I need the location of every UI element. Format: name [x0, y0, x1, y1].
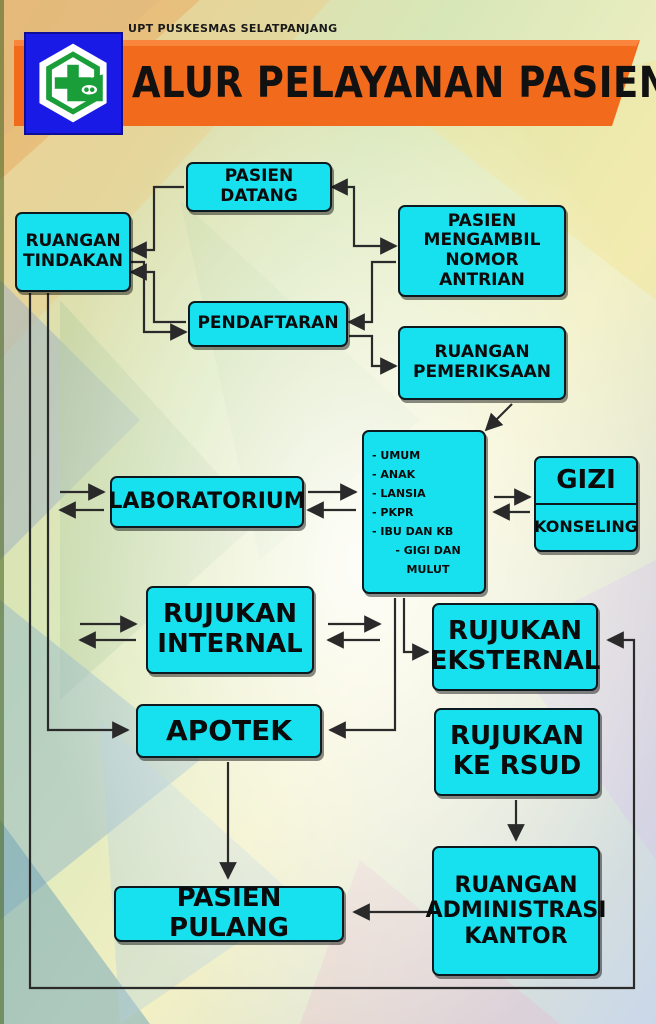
node-pasien-mengambil-line1: PASIEN MENGAMBIL	[423, 210, 541, 251]
node-pasien-datang-label: PASIEN DATANG	[220, 166, 298, 206]
poli-item-lansia: - LANSIA	[372, 486, 426, 500]
node-pendaftaran: PENDAFTARAN	[188, 301, 348, 347]
node-ruangan-pemeriksaan-line2: PEMERIKSAAN	[413, 362, 551, 382]
page-title: ALUR PELAYANAN PASIEN	[132, 58, 656, 108]
node-rujukan-eksternal-line2: EKSTERNAL	[429, 646, 601, 676]
node-pasien-datang: PASIEN DATANG	[186, 162, 332, 212]
node-ruangan-tindakan-line2: TINDAKAN	[23, 251, 123, 271]
node-rujukan-internal-line1: RUJUKAN	[163, 599, 297, 630]
node-apotek-label: APOTEK	[166, 713, 292, 747]
node-ruangan-tindakan-line1: RUANGAN	[25, 231, 121, 252]
node-pasien-mengambil-line2: NOMOR ANTRIAN	[439, 250, 525, 290]
node-ruangan-tindakan: RUANGAN TINDAKAN	[15, 212, 131, 292]
node-ruangan-administrasi-line2: ADMINISTRASI	[425, 898, 607, 924]
node-rujukan-internal-line2: INTERNAL	[157, 629, 303, 659]
poli-item-umum: - UMUM	[372, 448, 421, 462]
node-ruangan-administrasi-line3: KANTOR	[464, 923, 568, 949]
title-banner	[14, 40, 640, 126]
node-konseling-label: KONSELING	[534, 517, 638, 537]
poli-item-anak: - ANAK	[372, 467, 416, 481]
node-pasien-mengambil-antrian: PASIEN MENGAMBIL NOMOR ANTRIAN	[398, 205, 566, 297]
node-ruangan-pemeriksaan-line1: RUANGAN	[434, 342, 530, 363]
node-laboratorium-label: LABORATORIUM	[108, 489, 306, 515]
node-rujukan-eksternal: RUJUKAN EKSTERNAL	[429, 603, 601, 691]
poli-item-ibu-dan-kb: - IBU DAN KB	[372, 524, 454, 538]
poli-item-gigi-dan-mulut: - GIGI DAN MULUT	[395, 543, 461, 576]
node-pasien-pulang-label: PASIEN PULANG	[169, 883, 289, 943]
node-laboratorium: LABORATORIUM	[108, 476, 306, 528]
node-ruangan-administrasi: RUANGAN ADMINISTRASI KANTOR	[426, 846, 606, 976]
organization-name: UPT PUSKESMAS SELATPANJANG	[128, 22, 338, 35]
node-apotek: APOTEK	[136, 704, 322, 758]
node-ruangan-pemeriksaan: RUANGAN PEMERIKSAAN	[398, 326, 566, 400]
puskesmas-cross-icon	[39, 43, 107, 123]
node-ruangan-administrasi-line1: RUANGAN	[454, 873, 578, 899]
node-gizi-label: GIZI	[536, 458, 636, 505]
node-pasien-pulang: PASIEN PULANG	[114, 883, 344, 943]
node-gizi-konseling: GIZI KONSELING	[534, 456, 638, 552]
node-rujukan-eksternal-line1: RUJUKAN	[448, 616, 582, 647]
node-rujukan-rsud-line2: KE RSUD	[452, 751, 582, 781]
puskesmas-logo	[24, 32, 123, 135]
node-rujukan-internal: RUJUKAN INTERNAL	[146, 586, 314, 674]
node-poli-list: - UMUM - ANAK - LANSIA - PKPR - IBU DAN …	[362, 430, 486, 594]
node-rujukan-rsud-line1: RUJUKAN	[450, 721, 584, 752]
poli-item-pkpr: - PKPR	[372, 505, 414, 519]
node-rujukan-rsud: RUJUKAN KE RSUD	[434, 708, 600, 796]
node-pendaftaran-label: PENDAFTARAN	[197, 313, 339, 334]
